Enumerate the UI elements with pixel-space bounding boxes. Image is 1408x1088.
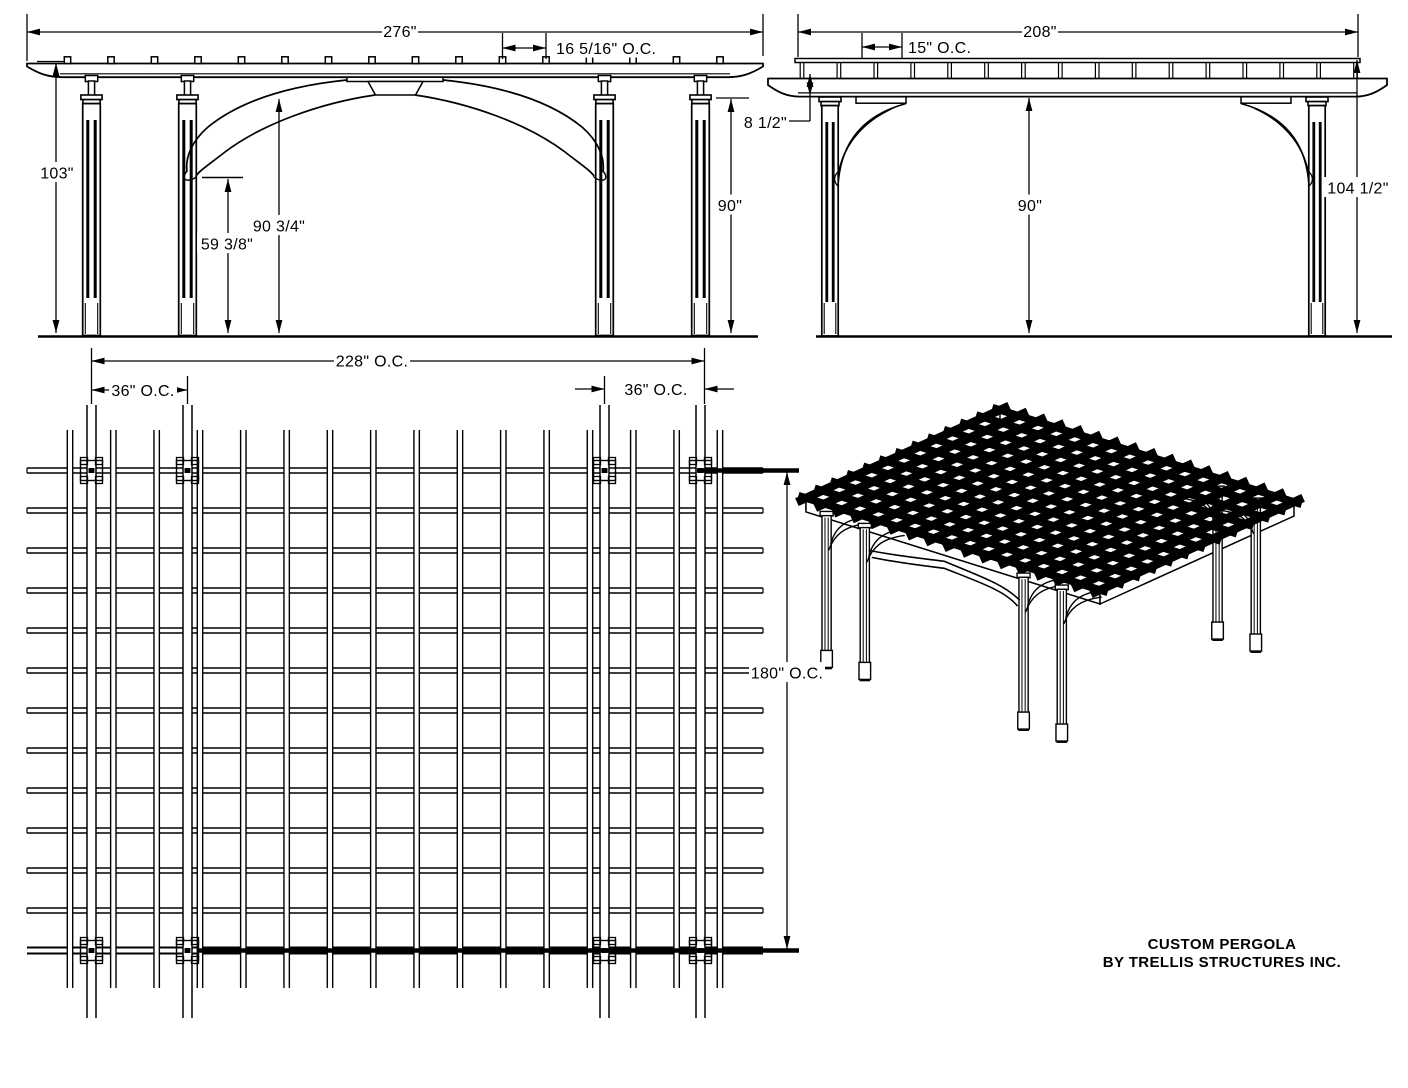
dim-plan-pair-right-bg (622, 378, 690, 399)
dim-side-height: 104 1/2" (1327, 180, 1388, 197)
dim-front-post: 90" (718, 198, 742, 215)
front-elevation-view (26, 56, 764, 338)
dim-side-height-bg (1324, 177, 1392, 198)
dim-front-height-bg (39, 162, 75, 183)
dim-plan-depth-bg (749, 662, 825, 683)
dim-front-overall: 276" (383, 24, 417, 41)
dim-front-clear-bg (249, 215, 309, 236)
dim-beam-depth: 8 1/2" (744, 115, 787, 132)
dim-plan-span: 228" O.C. (336, 353, 408, 370)
dim-plan-depth: 180" O.C. (751, 665, 823, 682)
dim-beam-depth-bg (737, 111, 789, 132)
dim-front-overall-bg (382, 20, 418, 41)
dim-plan-pair-left: 36" O.C. (111, 383, 174, 400)
dim-side-overall-bg (1022, 20, 1058, 41)
title-block: CUSTOM PERGOLA BY TRELLIS STRUCTURES INC… (1060, 936, 1384, 972)
dim-plan-pair-right: 36" O.C. (624, 382, 687, 399)
isometric-view (795, 401, 1305, 743)
dim-front-clear: 90 3/4" (253, 218, 305, 235)
dim-front-spring-bg (197, 233, 257, 254)
title-line-1: CUSTOM PERGOLA (1147, 936, 1297, 953)
side-elevation-view (767, 57, 1392, 338)
dim-front-post-bg (716, 194, 744, 215)
dim-front-tail-spacing: 16 5/16" O.C. (556, 41, 656, 58)
dim-side-post-bg (1016, 194, 1044, 215)
dim-front-spring: 59 3/8" (201, 236, 253, 253)
dim-side-overall: 208" (1023, 24, 1057, 41)
dimension-annotations: 276" 16 5/16" O.C. 103" 59 3/8"90 3/4" 90" 8 … (26, 14, 1392, 949)
dim-side-post: 90" (1018, 198, 1042, 215)
title-line-2: BY TRELLIS STRUCTURES INC. (1102, 954, 1342, 971)
dim-side-purlin-spacing-bg (906, 36, 974, 57)
dim-front-height: 103" (40, 165, 74, 182)
dim-plan-span-bg (334, 350, 410, 371)
plan-view (26, 405, 799, 1018)
dim-front-tail-spacing-bg (554, 37, 662, 58)
dim-plan-pair-left-bg (109, 379, 177, 400)
dim-side-purlin-spacing: 15" O.C. (908, 40, 971, 57)
